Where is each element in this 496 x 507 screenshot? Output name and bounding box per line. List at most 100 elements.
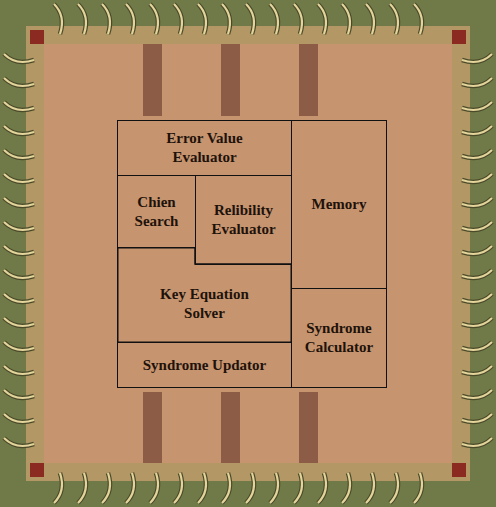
bond-wire-shadow	[390, 473, 398, 503]
bond-wire	[4, 102, 34, 110]
bond-wire	[462, 366, 492, 374]
bond-wire	[78, 473, 86, 503]
bond-wire	[462, 438, 492, 446]
bond-wire	[366, 473, 374, 503]
bond-wire-shadow	[246, 4, 254, 34]
bond-wire	[462, 126, 492, 134]
floorplan-block: Syndrome Calculator	[291, 288, 387, 388]
block-label: Syndrome Updator	[143, 356, 267, 375]
bond-wire-shadow	[270, 4, 278, 34]
bond-wire	[318, 4, 326, 34]
floorplan-block: Syndrome Updator	[117, 342, 292, 388]
bond-wire-shadow	[4, 246, 34, 254]
bond-wire	[270, 473, 278, 503]
bond-wire-shadow	[222, 4, 230, 34]
floorplan-block: Key Equation Solver	[117, 247, 292, 343]
bond-wire	[342, 473, 350, 503]
bond-wire	[462, 390, 492, 398]
corner-mark	[452, 463, 466, 477]
bond-wire-shadow	[462, 54, 492, 62]
bond-wire-shadow	[462, 366, 492, 374]
bond-wire	[462, 294, 492, 302]
bond-wire-shadow	[4, 366, 34, 374]
bond-wire	[222, 473, 230, 503]
metal-strip	[143, 392, 162, 463]
bond-wire-shadow	[150, 4, 158, 34]
bond-wire	[174, 4, 182, 34]
bond-wire	[174, 473, 182, 503]
bond-wire-shadow	[462, 150, 492, 158]
bond-wire-shadow	[342, 473, 350, 503]
bond-wire-shadow	[150, 473, 158, 503]
floorplan-block: Memory	[291, 120, 387, 289]
bond-wire	[294, 4, 302, 34]
bond-wire-shadow	[4, 150, 34, 158]
bond-wire	[4, 174, 34, 182]
bond-wire-shadow	[414, 4, 422, 34]
bond-wire-shadow	[318, 473, 326, 503]
bond-wire	[150, 473, 158, 503]
bond-wire-shadow	[78, 473, 86, 503]
bond-wire	[4, 198, 34, 206]
bond-wire-shadow	[462, 414, 492, 422]
bond-wire	[4, 222, 34, 230]
metal-strip	[299, 44, 318, 116]
corner-mark	[452, 30, 466, 44]
floorplan-block: Error Value Evaluator	[117, 120, 292, 176]
bond-wire-shadow	[462, 102, 492, 110]
bond-wire	[294, 473, 302, 503]
bond-wire-shadow	[54, 473, 62, 503]
bond-wire-shadow	[78, 4, 86, 34]
bond-wire	[102, 473, 110, 503]
bond-wire	[4, 366, 34, 374]
bond-wire-shadow	[198, 473, 206, 503]
block-label: Syndrome Calculator	[294, 319, 384, 357]
bond-wire-shadow	[4, 414, 34, 422]
bond-wire-shadow	[4, 126, 34, 134]
bond-wire	[4, 126, 34, 134]
bond-wire-shadow	[318, 4, 326, 34]
corner-mark	[30, 463, 44, 477]
metal-strip	[221, 44, 240, 116]
bond-wire	[126, 4, 134, 34]
bond-wire-shadow	[4, 78, 34, 86]
bond-wire-shadow	[390, 4, 398, 34]
bond-wire	[4, 414, 34, 422]
bond-wire	[462, 102, 492, 110]
bond-wire-shadow	[462, 318, 492, 326]
bond-wire-shadow	[294, 473, 302, 503]
bond-wire	[366, 4, 374, 34]
bond-wire-shadow	[342, 4, 350, 34]
bond-wire	[246, 473, 254, 503]
block-label: Relibility Evaluator	[199, 201, 289, 239]
bond-wire-shadow	[414, 473, 422, 503]
bond-wire	[318, 473, 326, 503]
bond-wire	[198, 473, 206, 503]
bond-wire	[126, 473, 134, 503]
bond-wire	[4, 78, 34, 86]
bond-wire	[222, 4, 230, 34]
bond-wire-shadow	[462, 294, 492, 302]
bond-wire-shadow	[462, 174, 492, 182]
bond-wire	[462, 54, 492, 62]
bond-wire-shadow	[4, 438, 34, 446]
bond-wire	[462, 198, 492, 206]
bond-wire	[270, 4, 278, 34]
bond-wire-shadow	[174, 473, 182, 503]
bond-wire-shadow	[4, 342, 34, 350]
bond-wire-shadow	[102, 4, 110, 34]
corner-mark	[30, 30, 44, 44]
bond-wire	[462, 270, 492, 278]
bond-wire-shadow	[270, 473, 278, 503]
block-outline-path	[118, 248, 292, 343]
bond-wire	[246, 4, 254, 34]
bond-wire	[390, 473, 398, 503]
floorplan-block: Chien Search	[117, 175, 196, 248]
bond-wire-shadow	[462, 246, 492, 254]
block-label: Memory	[312, 195, 367, 214]
bond-wire	[4, 150, 34, 158]
bond-wire	[4, 270, 34, 278]
bond-wire	[4, 318, 34, 326]
